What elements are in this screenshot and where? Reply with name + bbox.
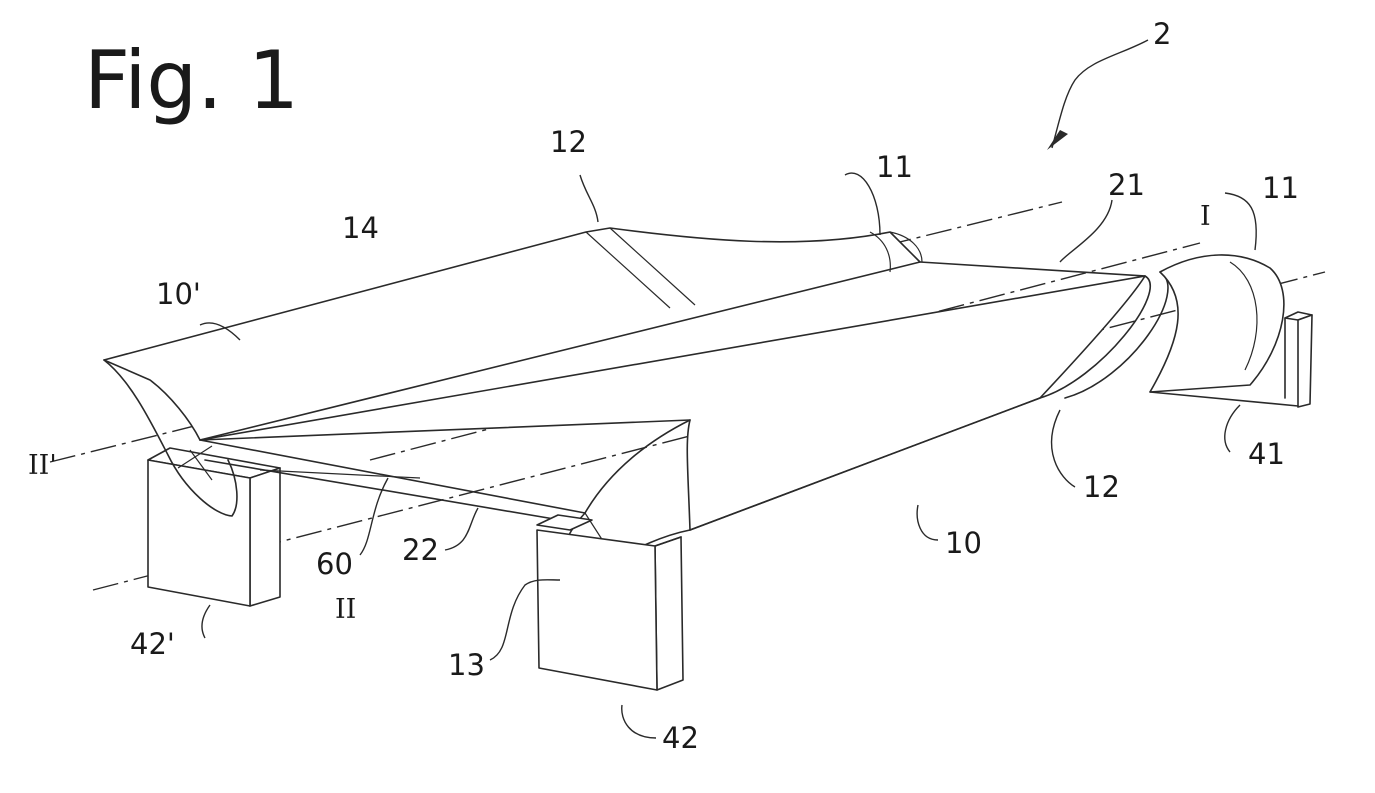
label-10-prime: 10'	[156, 277, 201, 311]
arrow-2	[1047, 130, 1068, 150]
support-block-41	[1285, 312, 1312, 407]
leader-21	[1060, 200, 1112, 262]
leader-11-top	[845, 173, 880, 235]
label-60: 60	[316, 547, 353, 581]
label-42-prime: 42'	[130, 627, 175, 661]
leader-41	[1225, 405, 1240, 452]
label-12-top: 12	[550, 125, 587, 159]
label-axis-I: I	[1200, 201, 1211, 232]
label-2: 2	[1153, 17, 1171, 51]
leader-11-right	[1225, 193, 1256, 250]
support-block-42-prime	[148, 448, 280, 606]
label-11-top: 11	[876, 150, 913, 184]
label-12-right: 12	[1083, 470, 1120, 504]
leader-12-top	[580, 175, 598, 222]
label-11-right: 11	[1262, 171, 1299, 205]
figure-title: Fig. 1	[84, 34, 299, 127]
leader-42	[622, 705, 656, 738]
label-axis-II: II	[335, 594, 356, 625]
label-21: 21	[1108, 168, 1145, 202]
bar-21	[920, 262, 1145, 276]
label-22: 22	[402, 533, 439, 567]
leader-42-prime	[202, 605, 210, 638]
leader-12-right	[1052, 410, 1075, 487]
leader-22	[445, 508, 478, 550]
label-10: 10	[945, 526, 982, 560]
label-13: 13	[448, 648, 485, 682]
label-41: 41	[1248, 437, 1285, 471]
support-block-42	[537, 515, 683, 690]
leader-10	[917, 505, 938, 540]
label-axis-II-prime: II'	[28, 450, 57, 481]
leader-2	[1052, 40, 1148, 148]
label-14: 14	[342, 211, 379, 245]
label-42: 42	[662, 721, 699, 755]
